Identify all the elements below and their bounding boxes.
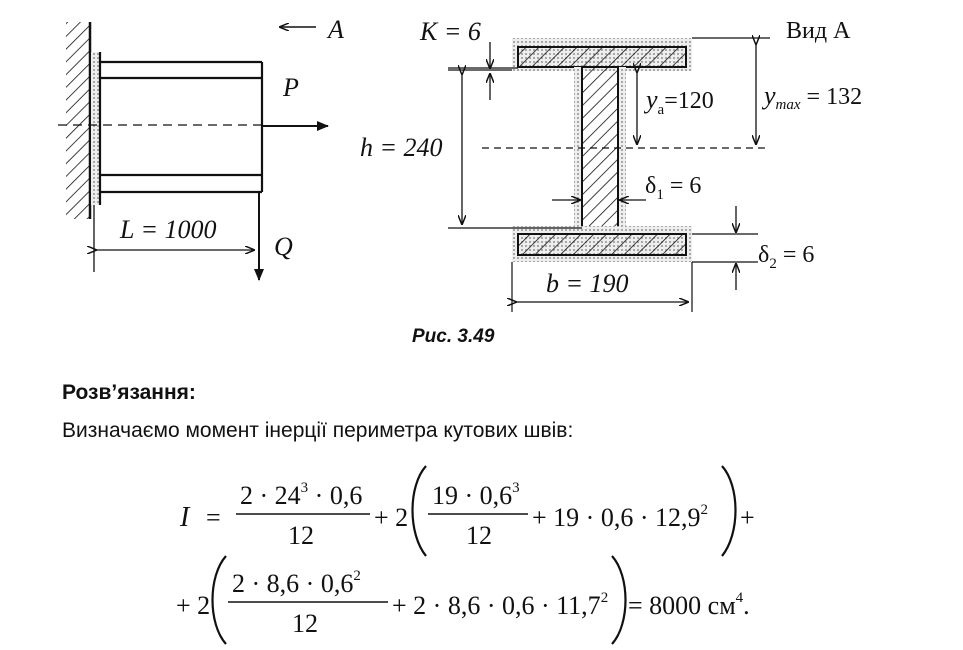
ya-label: ya=120	[643, 85, 714, 118]
delta1-label: δ1 = 6	[645, 173, 701, 203]
formula-result: = 8000 см4.	[628, 590, 750, 620]
paren-close-1	[721, 465, 737, 557]
force-q-label: Q	[274, 232, 293, 261]
term1-denominator: 12	[288, 521, 314, 550]
delta2-label: δ2 = 6	[758, 242, 814, 272]
plus-end-1: +	[740, 503, 755, 532]
force-p-label: P	[282, 73, 299, 102]
paren-open-1	[411, 465, 427, 557]
view-title: Вид А	[786, 18, 851, 44]
section-view: K = 6 Вид А h = 240 ya=120 ymax= 132 δ1 …	[360, 17, 862, 312]
term1-numerator: 2 · 243 · 0,6	[240, 480, 362, 510]
paren-open-2	[211, 555, 227, 645]
web	[581, 66, 619, 229]
width-label: b = 190	[546, 269, 629, 298]
view-arrow-label: A	[326, 15, 344, 44]
wall-weld	[91, 52, 100, 205]
web-weld-right	[618, 67, 626, 228]
length-label: L = 1000	[119, 215, 217, 244]
term3-denominator: 12	[292, 609, 318, 638]
wall-hatching	[66, 22, 90, 219]
solution-intro: Визначаємо момент інерції периметра куто…	[62, 419, 574, 442]
term2-numerator: 19 · 0,63	[432, 480, 520, 510]
cantilever-view: P Q A L = 1000	[58, 15, 344, 281]
beam-side	[98, 52, 264, 205]
formula-lhs: I	[179, 502, 191, 533]
ymax-label: ymax= 132	[761, 81, 862, 113]
plus-two-1: + 2	[374, 503, 408, 532]
term2-denominator: 12	[466, 521, 492, 550]
formula-eq: =	[206, 503, 221, 532]
term3-numerator: 2 · 8,6 · 0,62	[232, 568, 361, 598]
figure-caption: Рис. 3.49	[412, 326, 495, 347]
bottom-flange	[517, 233, 687, 256]
top-flange	[517, 46, 687, 68]
plus-two-2: + 2	[176, 591, 210, 620]
formula: I = 2 · 243 · 0,6 12 + 2 19 · 0,63 12 + …	[176, 465, 755, 645]
term3-rest: + 2 · 8,6 · 0,6 · 11,72	[392, 590, 608, 620]
paren-close-2	[611, 555, 627, 645]
height-label: h = 240	[360, 133, 443, 162]
solution-heading: Розв’язання:	[62, 381, 196, 404]
weld-leg-label: K = 6	[419, 17, 481, 46]
term2-rest: + 19 · 0,6 · 12,92	[532, 502, 708, 532]
